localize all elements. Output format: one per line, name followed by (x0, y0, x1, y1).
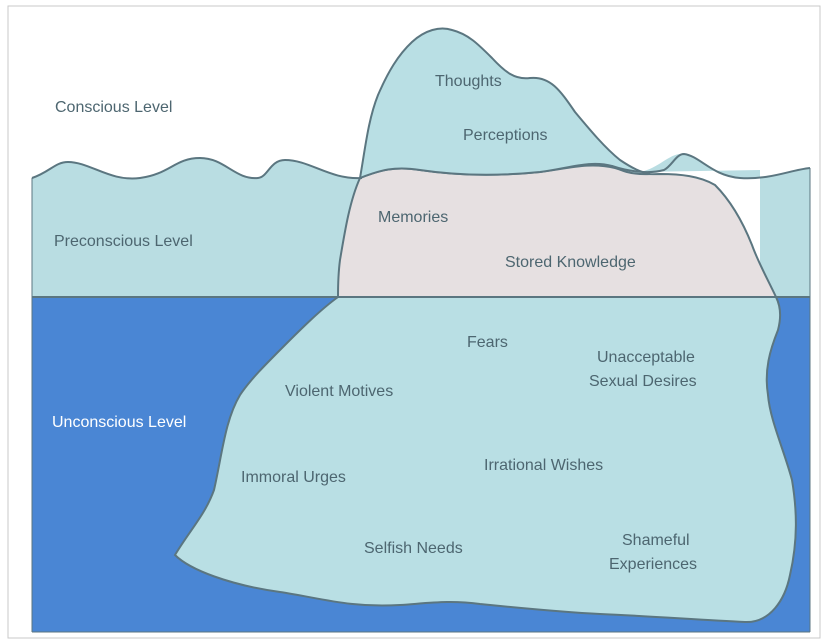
iceberg-middle (336, 164, 778, 298)
shameful-label-line1: Shameful (622, 532, 690, 549)
violent-motives-label: Violent Motives (285, 383, 393, 400)
thoughts-label: Thoughts (435, 73, 502, 90)
memories-label: Memories (378, 209, 448, 226)
fears-label: Fears (467, 334, 508, 351)
outer-border (7, 5, 821, 639)
perceptions-label: Perceptions (463, 127, 548, 144)
unconscious-level-label: Unconscious Level (52, 414, 186, 431)
iceberg-tip (358, 27, 651, 180)
selfish-needs-label: Selfish Needs (364, 540, 463, 557)
preconscious-level-label: Preconscious Level (54, 233, 193, 250)
irrational-wishes-label: Irrational Wishes (484, 457, 603, 474)
preconscious-water-right (640, 153, 810, 297)
shameful-label-line2: Experiences (609, 556, 697, 573)
conscious-level-label: Conscious Level (55, 99, 172, 116)
water-surface-line-right (611, 152, 811, 180)
stored-knowledge-label: Stored Knowledge (505, 254, 636, 271)
unacceptable-label-line1: Unacceptable (597, 349, 695, 366)
water-surface-line (31, 156, 363, 180)
iceberg-base (173, 296, 797, 624)
unacceptable-label-line2: Sexual Desires (589, 373, 697, 390)
immoral-urges-label: Immoral Urges (241, 469, 346, 486)
preconscious-water (32, 158, 360, 297)
